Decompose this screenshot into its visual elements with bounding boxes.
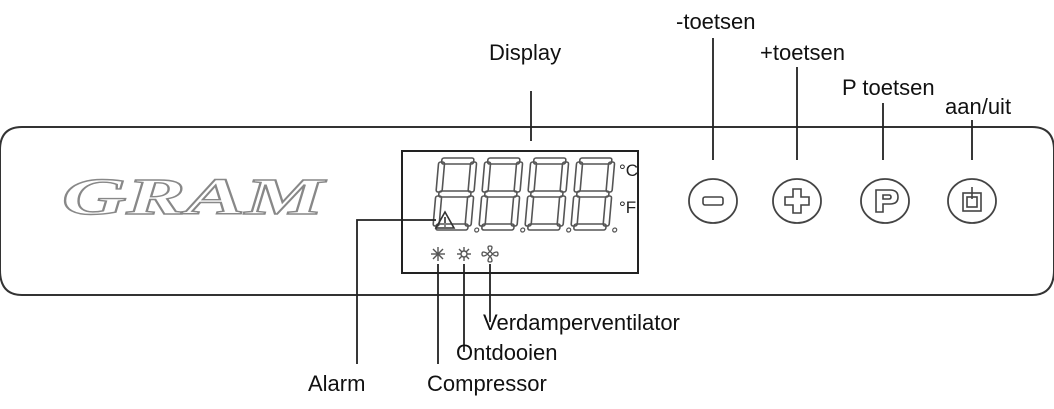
brand-logo: GRAM xyxy=(62,169,327,226)
minus-button[interactable] xyxy=(688,178,738,224)
plus-button[interactable] xyxy=(772,178,822,224)
label-p-keys: P toetsen xyxy=(842,75,935,100)
fan-icon xyxy=(481,245,499,263)
unit-celsius: °C xyxy=(619,161,639,180)
snowflake-icon xyxy=(431,247,445,261)
label-defrost: Ontdooien xyxy=(456,340,558,365)
label-compressor: Compressor xyxy=(427,371,547,396)
display-window xyxy=(401,150,639,274)
label-plus-keys: +toetsen xyxy=(760,40,846,65)
power-icon xyxy=(962,187,982,212)
power-button[interactable] xyxy=(947,178,997,224)
plus-icon xyxy=(784,188,810,214)
label-alarm: Alarm xyxy=(308,371,366,396)
leader-alarm xyxy=(356,219,436,364)
label-minus-keys: -toetsen xyxy=(676,9,756,34)
label-evaporator-fan: Verdamperventilator xyxy=(483,310,680,335)
p-icon xyxy=(875,189,899,213)
warning-triangle-icon xyxy=(434,210,456,229)
unit-fahrenheit: °F xyxy=(619,198,637,217)
defrost-icon xyxy=(457,247,471,261)
p-button[interactable] xyxy=(860,178,910,224)
leader-lines xyxy=(356,38,973,364)
label-on-off: aan/uit xyxy=(945,94,1012,119)
minus-icon xyxy=(702,196,724,206)
label-display: Display xyxy=(489,40,562,65)
